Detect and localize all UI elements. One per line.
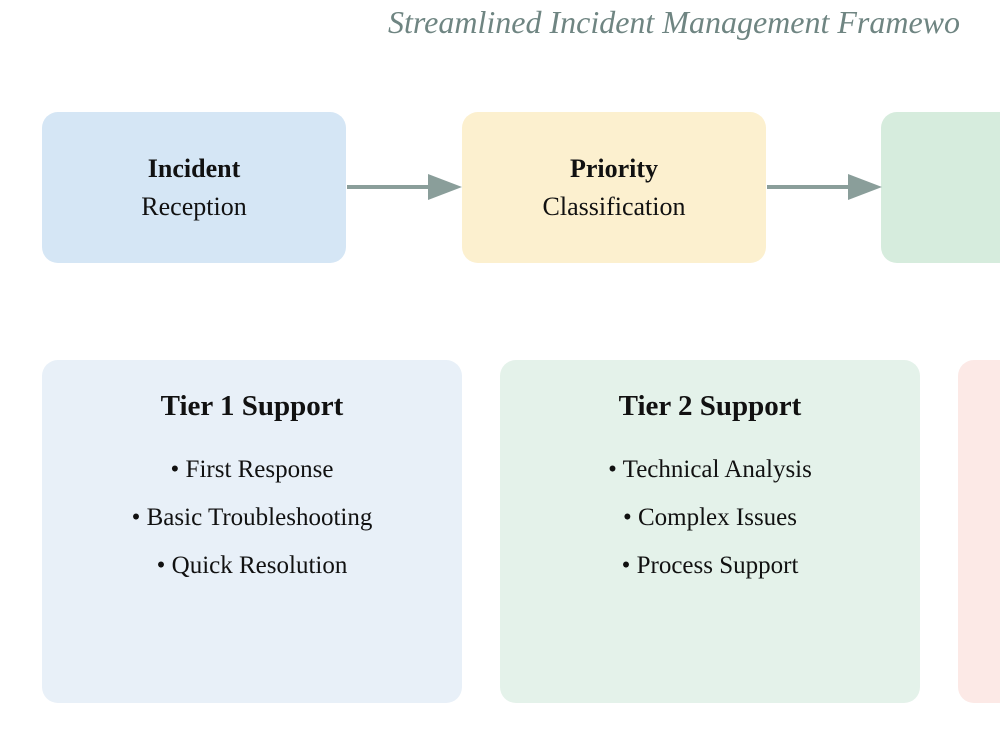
arrow-reception-to-classification [347,174,462,200]
tier-items-list: • First Response • Basic Troubleshooting… [42,446,462,590]
step-bold-label: Incident [147,153,241,183]
list-item: • Quick Resolution [156,552,348,579]
step-incident-reception: Incident Reception [42,112,346,263]
tier-title: Tier 1 Support [160,390,344,422]
arrow-classification-to-assignment [767,174,882,200]
step-label: Classification [542,191,686,221]
tier-title: Tier 2 Support [618,390,802,422]
list-item: • First Response [170,456,334,483]
step-label: Reception [141,191,247,221]
tier-1-support-card: Tier 1 Support • First Response • Basic … [42,360,462,703]
list-item: • Complex Issues [622,504,798,531]
list-item: • Process Support [621,552,799,579]
tier-2-support-card: Tier 2 Support • Technical Analysis • Co… [500,360,920,703]
diagram-title: Streamlined Incident Management Framewo [388,4,961,40]
step-priority-classification: Priority Classification [462,112,766,263]
list-item: • Technical Analysis [608,456,812,483]
step-assignment: As [881,112,1000,263]
list-item: • Basic Troubleshooting [131,504,373,531]
tier-items-list: • Technical Analysis • Complex Issues • … [500,446,920,590]
step-bold-label: Priority [569,153,659,183]
tier-3-support-card [958,360,1000,703]
